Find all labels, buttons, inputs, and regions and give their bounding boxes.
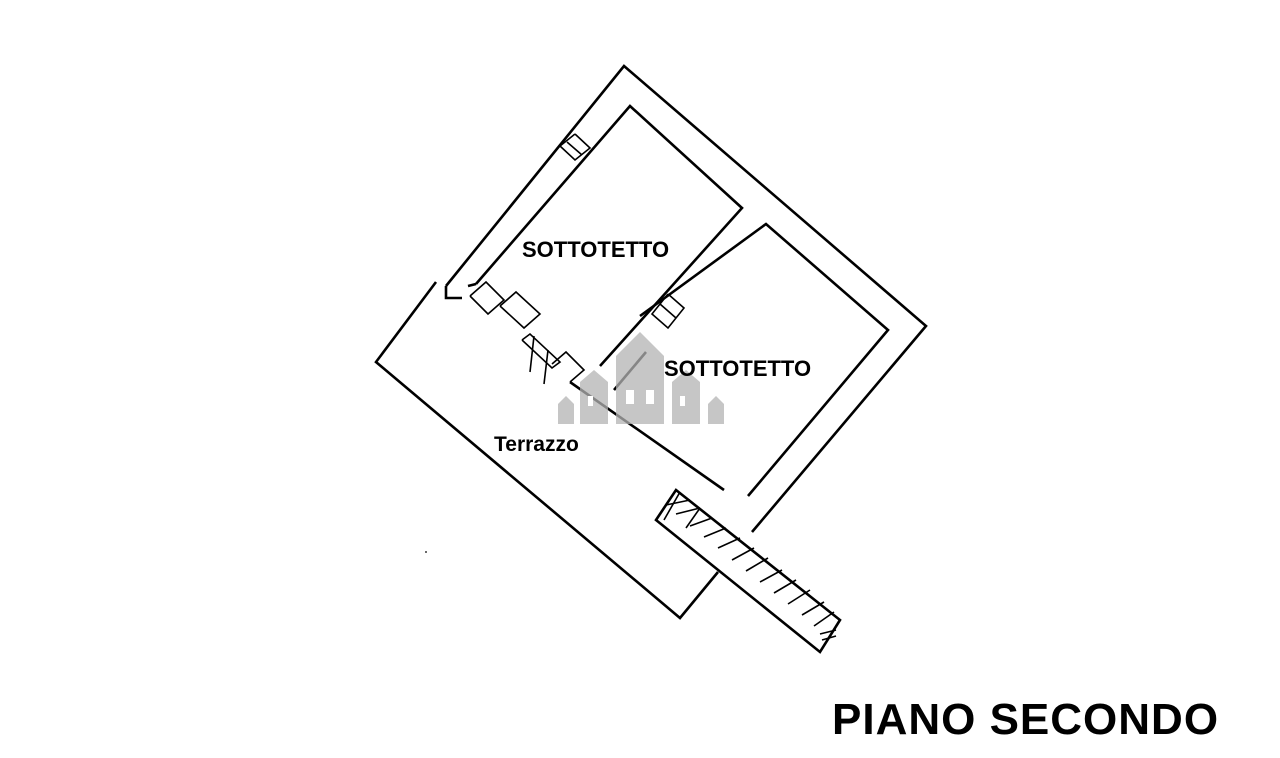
stray-mark	[425, 551, 427, 553]
staircase	[654, 488, 842, 654]
room-sottotetto-1-walls	[467, 104, 744, 367]
room-label-sottotetto-1: SOTTOTETTO	[522, 237, 669, 262]
room-label-sottotetto-2: SOTTOTETTO	[664, 356, 811, 381]
terrace-outline	[374, 281, 720, 620]
floor-title: PIANO SECONDO	[832, 695, 1220, 744]
room-label-terrazzo: Terrazzo	[494, 433, 579, 456]
building-outline	[444, 64, 928, 533]
house-logo-icon	[558, 332, 724, 424]
